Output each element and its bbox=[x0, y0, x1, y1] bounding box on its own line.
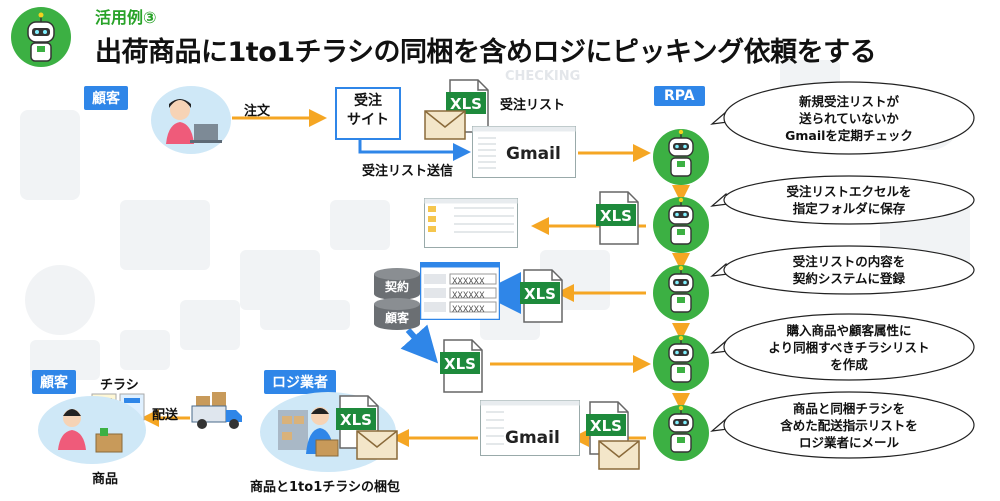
bg-checking-text: CHECKING bbox=[505, 69, 580, 84]
rpa-step-bubble: 商品と同梱チラシを含めた配送指示リストをロジ業者にメール bbox=[724, 400, 974, 451]
excel-file-icon-4: XLS bbox=[440, 339, 483, 393]
bubble-text-line-1: 購入商品や顧客属性に bbox=[786, 322, 912, 338]
speech-bubble-shape bbox=[710, 81, 975, 155]
rpa-step-bubble: 購入商品や顧客属性により同梱すべきチラシリストを作成 bbox=[724, 322, 974, 373]
shipping-label: 配送 bbox=[152, 408, 179, 423]
order-label: 注文 bbox=[244, 104, 271, 119]
gmail-window bbox=[472, 126, 576, 178]
xls-text: XLS bbox=[450, 95, 482, 113]
excel-file-icon-3: XLS bbox=[520, 269, 563, 323]
excel-file-icon-2: XLS bbox=[596, 191, 639, 245]
rpa-robot-icon bbox=[653, 129, 709, 185]
bubble-text-line-2: 含めた配送指示リストを bbox=[780, 417, 918, 433]
customer-laptop-icon bbox=[151, 86, 231, 154]
rpa-step-bubble: 受注リストエクセルを指定フォルダに保存 bbox=[724, 183, 974, 217]
xls-text: XLS bbox=[600, 207, 632, 225]
envelope-icon bbox=[424, 110, 466, 140]
page-title: 出荷商品に1to1チラシの同梱を含めロジにピッキング依頼をする bbox=[95, 37, 877, 68]
speech-bubble-shape bbox=[710, 175, 975, 225]
envelope-icon-3 bbox=[356, 430, 398, 460]
bubble-text-line-3: ロジ業者にメール bbox=[798, 434, 899, 450]
system-row-1: XXXXXX bbox=[452, 277, 485, 287]
bubble-text-line-2: 指定フォルダに保存 bbox=[792, 201, 906, 216]
send-list-label: 受注リスト送信 bbox=[362, 164, 454, 179]
rpa-tag: RPA bbox=[654, 86, 705, 106]
bubble-text-line-3: Gmailを定期チェック bbox=[785, 127, 913, 143]
system-row-2: XXXXXX bbox=[452, 291, 485, 301]
bubble-text-line-1: 新規受注リストが bbox=[798, 93, 899, 109]
bubble-text-line-3: を作成 bbox=[830, 356, 868, 372]
header-robot-icon bbox=[11, 7, 71, 67]
rpa-robot-icon bbox=[653, 405, 709, 461]
gmail-label-top: Gmail bbox=[506, 144, 561, 164]
flyer-label: チラシ bbox=[100, 378, 139, 393]
rpa-robot-icon bbox=[653, 265, 709, 321]
packing-label: 商品と1to1チラシの梱包 bbox=[250, 480, 400, 495]
bubble-text-line-2: 送られていないか bbox=[799, 110, 899, 126]
database-icon bbox=[374, 268, 420, 330]
db-contract-label: 契約 bbox=[385, 280, 410, 294]
rpa-robot-icon bbox=[653, 197, 709, 253]
bubble-text-line-2: 契約システムに登録 bbox=[792, 271, 906, 286]
contract-system-window bbox=[420, 262, 500, 320]
customer-tag-top: 顧客 bbox=[84, 86, 128, 110]
rpa-step-bubble: 受注リストの内容を契約システムに登録 bbox=[724, 253, 974, 287]
xls-text: XLS bbox=[340, 411, 372, 429]
order-list-label: 受注リスト bbox=[500, 98, 566, 113]
xls-text: XLS bbox=[524, 285, 556, 303]
bubble-text-line-1: 商品と同梱チラシを bbox=[792, 400, 906, 416]
header-subtitle: 活用例③ bbox=[95, 8, 157, 27]
db-customer-label: 顧客 bbox=[385, 311, 410, 325]
bubble-text-line-1: 受注リストエクセルを bbox=[786, 184, 912, 199]
customer-tag-bottom: 顧客 bbox=[32, 370, 76, 394]
speech-bubble-shape bbox=[710, 245, 975, 295]
truck-icon bbox=[191, 392, 242, 429]
gmail-window-2 bbox=[480, 400, 580, 456]
product-label: 商品 bbox=[92, 472, 119, 487]
customer-with-product-icon bbox=[38, 396, 146, 464]
envelope-icon-2 bbox=[598, 440, 640, 470]
speech-bubble-shape bbox=[710, 391, 975, 459]
order-site-line2: サイト bbox=[347, 112, 389, 128]
folder-window bbox=[424, 198, 518, 248]
xls-text: XLS bbox=[444, 355, 476, 373]
bubble-text-line-2: より同梱すべきチラシリスト bbox=[768, 339, 930, 355]
order-site-box: 受注 サイト bbox=[335, 87, 401, 140]
bubble-text-line-1: 受注リストの内容を bbox=[792, 254, 906, 269]
system-row-3: XXXXXX bbox=[452, 305, 485, 315]
xls-text: XLS bbox=[590, 417, 622, 435]
rpa-robot-icon bbox=[653, 335, 709, 391]
order-site-line1: 受注 bbox=[354, 93, 382, 109]
gmail-label-bottom: Gmail bbox=[505, 428, 560, 448]
speech-bubble-shape bbox=[710, 313, 975, 381]
logistics-tag: ロジ業者 bbox=[264, 370, 336, 394]
